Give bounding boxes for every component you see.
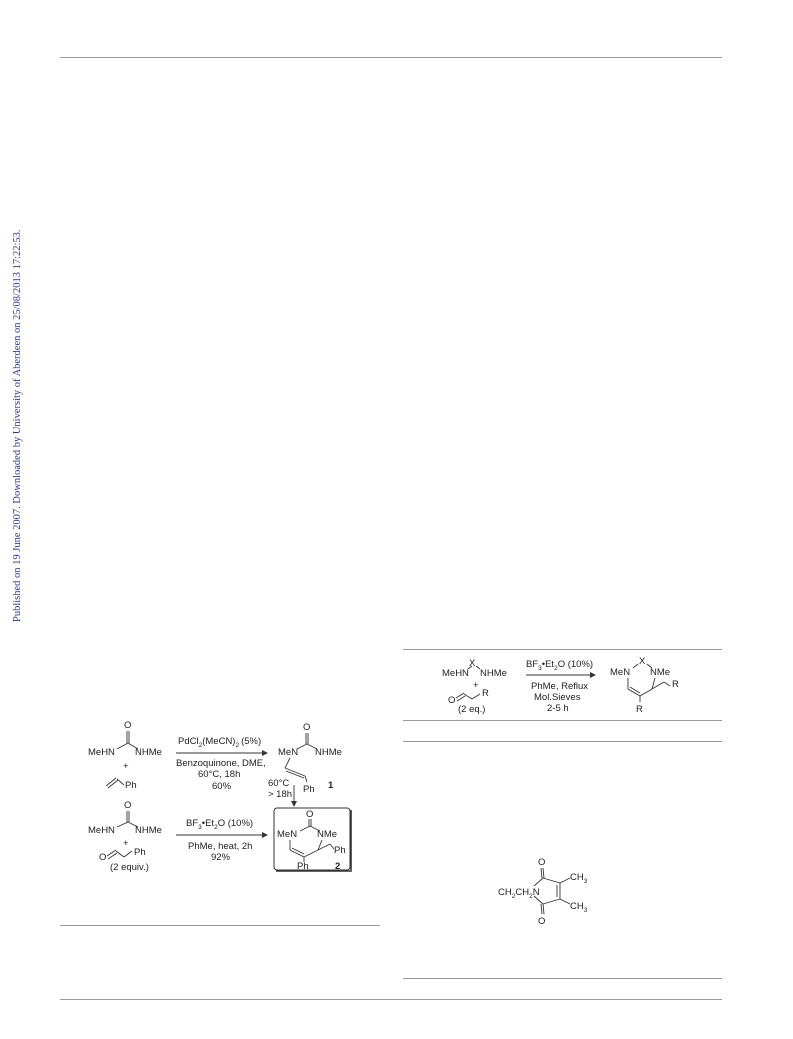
urea-o-bottom: O [124,800,131,811]
right-catalyst: BF3•Et2O (10%) [526,659,593,672]
maleimide-o-top: O [538,857,545,868]
right-aldehyde-r: R [482,688,489,699]
right-reactant-left-group: MeHN [442,668,469,679]
right-aldehyde-o: O [448,695,455,706]
product2-o: O [306,809,313,820]
product2-ph-bottom: Ph [297,861,309,872]
right-scheme-bottom-rule [403,720,722,721]
urea-left-group-bottom: MeHN [88,825,115,836]
right-product-r-bottom: R [636,704,643,715]
maleimide-ch3-bottom: CH3 [570,901,588,914]
down-arrow-line1: 60°C [268,778,289,789]
aldehyde-ph: Ph [134,847,146,858]
right-product-left-group: MeN [610,667,630,678]
urea-left-group-top: MeHN [88,747,115,758]
product1-left-group: MeN [278,747,298,758]
left-reaction-scheme: O MeHN NHMe + Ph PdCl2(MeCN)2(5%) Benzoq… [88,720,352,873]
product2-label: 2 [335,861,340,872]
urea-right-group-top: NHMe [135,747,162,758]
maleimide-n-substituent: CH2CH2N [498,887,540,900]
header-rule [60,57,722,58]
product2-right-group: NMe [317,829,337,840]
right-product-r-side: R [672,679,679,690]
product2-left-group: MeN [277,829,297,840]
right-product-right-group: NMe [650,667,670,678]
right-figure-top-rule [403,741,722,742]
product1-label: 1 [328,780,334,791]
plus-bottom: + [123,838,129,849]
top-yield: 60% [212,781,232,792]
urea-o-top: O [124,720,131,731]
bottom-cond-line1: PhMe, heat, 2h [188,841,252,852]
top-catalyst: PdCl2(MeCN)2(5%) [178,736,261,749]
right-reactant-right-group: NHMe [480,668,507,679]
maleimide-ch3-top: CH3 [570,872,588,885]
bottom-yield: 92% [211,852,231,863]
product1-o: O [303,722,310,733]
bottom-catalyst: BF3•Et2O (10%) [186,818,253,831]
styrene-ph: Ph [125,780,137,791]
publication-sidebar-text: Published on 19 June 2007. Downloaded by… [12,229,23,622]
top-cond-line2: 60°C, 18h [198,769,240,780]
urea-right-group-bottom: NHMe [135,825,162,836]
down-arrow-line2: > 18h [268,789,292,800]
right-reactant-x: X [469,658,476,669]
right-aldehyde-equiv: (2 eq.) [458,704,485,715]
aldehyde-equiv: (2 equiv.) [110,862,149,873]
footer-rule [60,999,722,1000]
plus-top: + [123,761,129,772]
aldehyde-o: O [99,852,106,863]
right-reaction-scheme: X MeHN NHMe + O R (2 eq.) BF3•Et2O (10%)… [442,656,679,715]
right-figure-bottom-rule [403,978,722,979]
top-cond-line1: Benzoquinone, DME, [176,758,266,769]
product2-ph-side: Ph [334,845,346,856]
right-cond-line2: Mol.Sieves [534,692,581,703]
left-column-scheme-bottom-rule [60,925,380,926]
right-reactant-plus: + [473,680,479,691]
right-cond-line1: PhMe, Reflux [531,681,588,692]
right-scheme-top-rule [403,649,722,650]
maleimide-structure: O O CH2CH2N CH3 CH3 [498,857,588,927]
product1-right-group: NHMe [315,747,342,758]
right-cond-line3: 2-5 h [547,703,569,714]
product1-ph: Ph [303,784,315,795]
publication-sidebar: Published on 19 June 2007. Downloaded by… [2,212,23,622]
maleimide-o-bottom: O [538,916,545,927]
right-product-x: X [639,656,646,667]
